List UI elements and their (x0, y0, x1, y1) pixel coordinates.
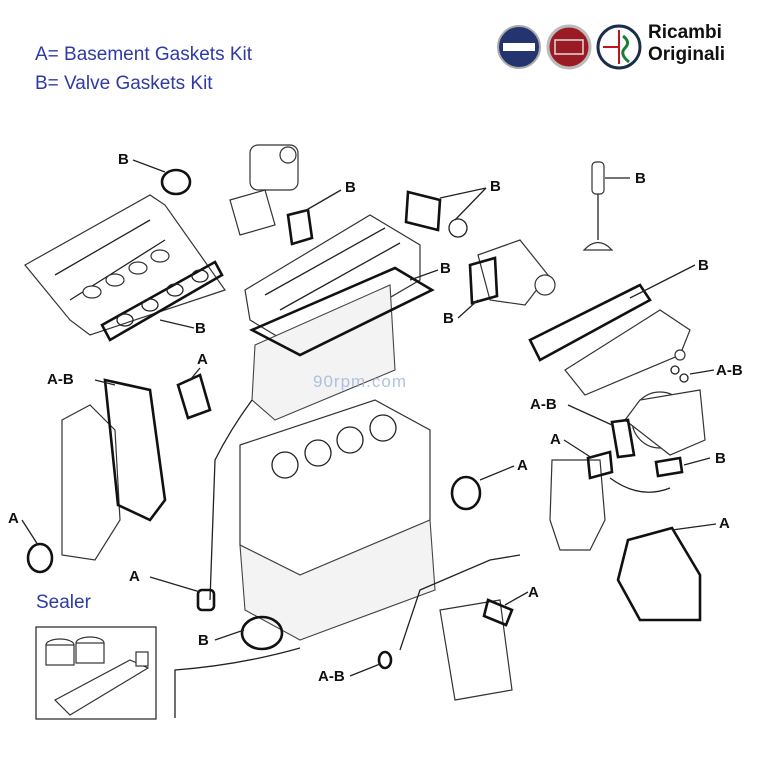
oil-plug (196, 588, 216, 612)
legend: A= Basement Gaskets Kit B= Valve Gaskets… (35, 40, 252, 98)
label-a-pump-cover: A (197, 351, 208, 368)
alfa-romeo-logo (596, 24, 642, 70)
oil-cooler-gasket (616, 526, 702, 622)
watermark: 90rpm.com (313, 372, 408, 391)
washer-2 (679, 373, 689, 383)
thermostat-gasket-top (404, 190, 442, 232)
brand-text: Ricambi Originali (648, 22, 725, 66)
intake-manifold (24, 194, 226, 336)
engine-valve (582, 161, 614, 251)
oring-top-left (160, 168, 192, 196)
label-b-egr-flange: B (715, 450, 726, 467)
label-a-pipe: A (528, 584, 539, 601)
label-ab-turbo-line: A-B (530, 396, 557, 413)
legend-line-b: B= Valve Gaskets Kit (35, 73, 213, 94)
catalytic-converter (549, 459, 606, 551)
fiat-logo (546, 24, 592, 70)
timing-cover-gasket (103, 378, 167, 522)
exhaust-gasket (528, 283, 652, 362)
engine-block (239, 399, 436, 641)
label-b-exhaust: B (698, 257, 709, 274)
egr-flange-gasket (654, 456, 684, 478)
cylinder-head (244, 214, 421, 421)
label-b-top-left: B (118, 151, 129, 168)
label-b-thermostat: B (443, 310, 454, 327)
label-ab-turbo-right: A-B (716, 362, 743, 379)
turbo-gasket (610, 418, 636, 459)
label-a-oil-cooler: A (719, 515, 730, 532)
label-ab-timing: A-B (47, 371, 74, 388)
label-ab-bottom: A-B (318, 668, 345, 685)
dipstick-tube (209, 399, 253, 601)
label-b-oring: B (198, 632, 209, 649)
lancia-logo (497, 25, 541, 69)
turbocharger (624, 389, 706, 456)
label-b-head: B (440, 260, 451, 277)
label-b-egr: B (345, 179, 356, 196)
egr-pipe (609, 477, 671, 493)
oring-thermostat (448, 218, 468, 238)
brand-line2: Originali (648, 44, 726, 65)
pipe-gasket (482, 598, 514, 627)
egr-gasket (286, 208, 314, 246)
brand-line1: Ricambi (648, 22, 722, 43)
label-b-valve: B (635, 170, 646, 187)
label-a-front-seal: A (8, 510, 19, 527)
sealer-box (35, 626, 157, 720)
small-oring (377, 650, 393, 670)
oil-filter-housing (439, 599, 513, 701)
turbo-oil-gasket (586, 450, 614, 480)
timing-cover (61, 404, 121, 561)
label-a-plug: A (129, 568, 140, 585)
sealer-title: Sealer (36, 592, 91, 613)
leader-lines (21, 159, 717, 718)
label-b-thermostat-top: B (490, 178, 501, 195)
front-crank-seal (26, 542, 54, 574)
large-oring (240, 615, 284, 651)
label-a-turbo-oil: A (550, 431, 561, 448)
label-a-rear-seal: A (517, 457, 528, 474)
legend-line-a: A= Basement Gaskets Kit (35, 44, 253, 65)
exhaust-manifold (564, 309, 691, 396)
label-b-intake: B (195, 320, 206, 337)
brand-logos (497, 24, 642, 70)
pump-cover-gasket (176, 373, 212, 420)
intake-gasket (100, 260, 224, 342)
washer-1 (670, 365, 680, 375)
thermostat-gasket (468, 256, 499, 305)
thermostat-housing (477, 239, 556, 306)
egr-valve (229, 144, 299, 236)
coolant-pipe (399, 554, 521, 651)
head-gasket (248, 266, 435, 357)
rear-crank-seal (450, 475, 482, 511)
